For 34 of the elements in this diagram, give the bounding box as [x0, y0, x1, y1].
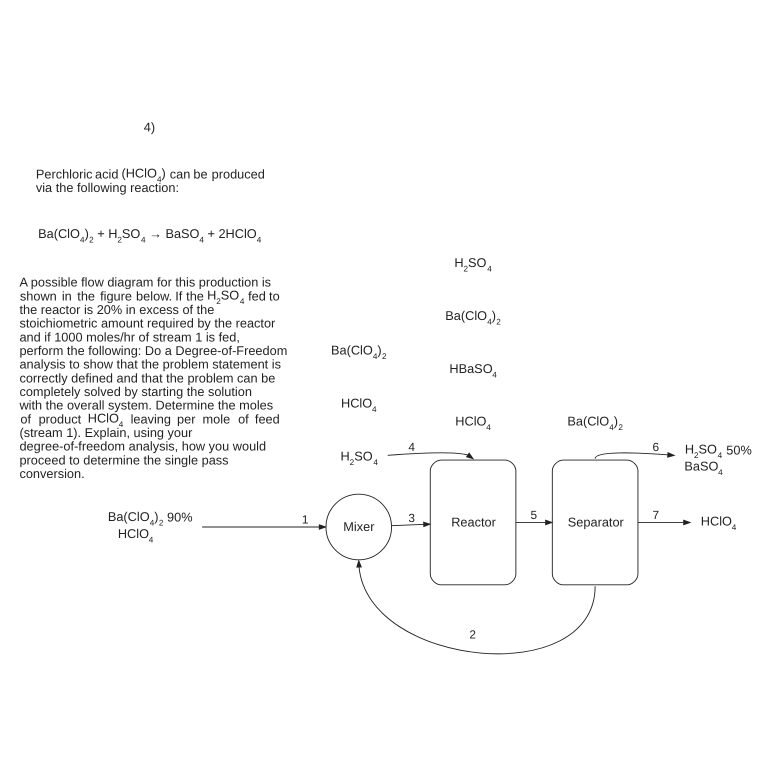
label: 4)	[144, 118, 156, 134]
node-text: H$_{2}$SO$_{4}$ BaSO$_{4}$	[684, 440, 723, 477]
label: HBaSO$_{4}$	[449, 360, 497, 379]
edge-label: 2	[469, 626, 476, 641]
label: Ba(ClO$_{4}$)$_{2}$	[567, 413, 623, 432]
node-text: H$_{2}$SO$_{4}$	[340, 448, 378, 467]
edge-label: 4	[408, 439, 415, 454]
node-text: HClO$_{4}$	[700, 512, 736, 532]
arrow	[202, 524, 328, 530]
arrow	[638, 519, 692, 525]
label: H$_{2}$SO$_{4}$	[454, 254, 492, 274]
edge-label: 5	[530, 508, 538, 522]
node-box: Reactor	[430, 459, 516, 585]
arrow	[391, 521, 432, 527]
arrow	[516, 519, 554, 525]
node-label: 50%	[726, 442, 752, 457]
label: HClO$_{4}$	[341, 394, 377, 414]
arrow	[387, 452, 474, 459]
label: Ba(ClO$_{4}$)$_{2}$	[445, 307, 501, 326]
label: HClO$_{4}$	[455, 413, 491, 432]
label: Ba(ClO$_{4}$)$_{2}$	[330, 342, 387, 361]
label: Ba(ClO$_{4}$)$_{2}$ + H$_{2}$SO$_{4}$ → BaSO$_{4}$ + 2HClO$_{4}$	[38, 225, 262, 244]
edge-label: 6	[652, 439, 660, 454]
node-text: Ba(ClO$_{4}$)$_{2}$ HClO$_{4}$	[108, 508, 164, 544]
edge-label: 3	[408, 510, 415, 524]
arrow	[356, 558, 596, 654]
node-box: Separator	[552, 459, 638, 585]
node-circle: Mixer	[326, 493, 392, 560]
edge-label: 1	[302, 512, 308, 526]
arrow	[594, 451, 676, 459]
label: Perchloric acid (HClO$_{4}$) can be produced via the following reaction:	[36, 164, 265, 194]
edge-label: 7	[652, 508, 660, 522]
node-label: 90%	[167, 509, 193, 524]
label: A possible flow diagram for this production is shown in the figure below. If the H$_{2}$SO$_{4}$ fed to the reactor is 20% in excess of the stoichiometric amount required by the reactor and if 1000 moles/hr of stream 1 is fed, perform the following: Do a Degree-of-Freedom analysis to show that the problem statement is correctly defined and that the problem can be completely solved by starting the solution with the overall system. Determine the moles of product HClO$_{4}$ leaving per mole of feed (stream 1). Explain, using your degree-of-freedom analysis, how you would proceed to determine the single pass conversion.	[19, 274, 288, 480]
